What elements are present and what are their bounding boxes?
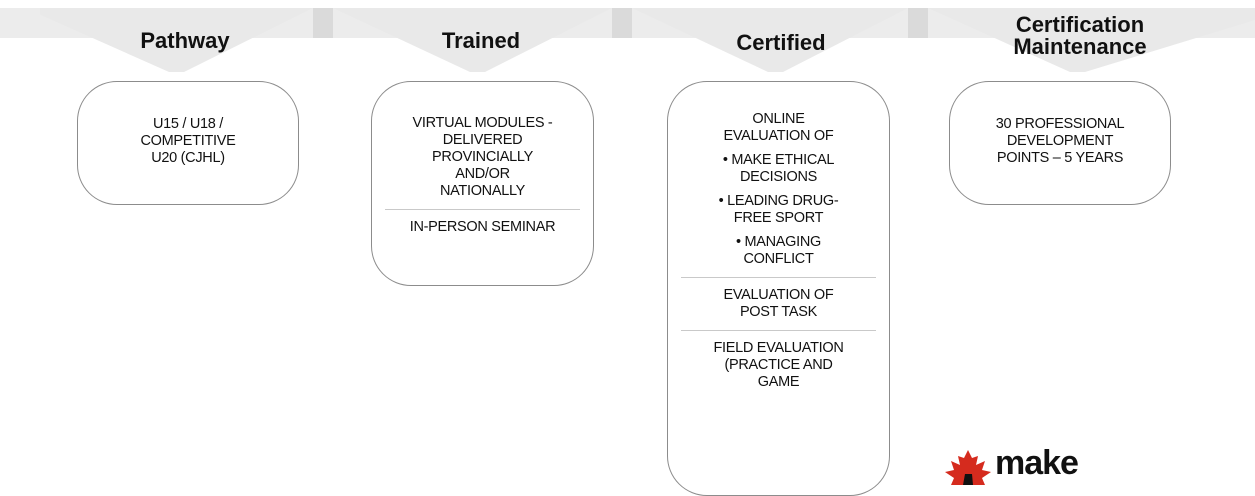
- chevron-2: [333, 8, 612, 72]
- chevron-notch-1: [313, 8, 333, 38]
- post-task-evaluation-text: EVALUATION OF POST TASK: [723, 287, 834, 320]
- certification-maintenance-box: 30 PROFESSIONAL DEVELOPMENT POINTS – 5 Y…: [949, 81, 1171, 205]
- column-title-certified: Certified: [736, 30, 826, 55]
- header-banner: [0, 8, 1255, 72]
- column-title-pathway: Pathway: [140, 28, 230, 53]
- column-title-trained: Trained: [441, 28, 521, 53]
- divider: [681, 277, 876, 278]
- professional-development-text: 30 PROFESSIONAL DEVELOPMENT POINTS – 5 Y…: [995, 116, 1125, 166]
- divider: [681, 330, 876, 331]
- virtual-modules-text: VIRTUAL MODULES - DELIVERED PROVINCIALLY…: [412, 115, 553, 199]
- column-title-certification-maintenance: Certification Maintenance: [1013, 12, 1147, 59]
- online-evaluation-text: ONLINE EVALUATION OF • MAKE ETHICAL DECI…: [718, 111, 839, 267]
- divider: [385, 209, 580, 210]
- chevron-notch-3: [908, 8, 928, 38]
- bullet-make-ethical-decisions: • MAKE ETHICAL DECISIONS: [722, 152, 835, 185]
- pathway-text: U15 / U18 / COMPETITIVE U20 (CJHL): [140, 116, 236, 166]
- chevron-4: [928, 8, 1255, 72]
- certified-box: ONLINE EVALUATION OF • MAKE ETHICAL DECI…: [667, 81, 890, 496]
- field-evaluation-text: FIELD EVALUATION (PRACTICE AND GAME: [713, 340, 844, 390]
- trained-box: VIRTUAL MODULES - DELIVERED PROVINCIALLY…: [371, 81, 594, 286]
- maple-leaf-icon: [945, 450, 991, 485]
- bullet-leading-drug-free-sport: • LEADING DRUG- FREE SPORT: [718, 193, 839, 226]
- logo-wordmark: make: [995, 444, 1079, 482]
- in-person-seminar-text: IN-PERSON SEMINAR: [409, 219, 556, 235]
- chevron-notch-2: [612, 8, 632, 38]
- chevron-3: [632, 8, 908, 72]
- pathway-box: U15 / U18 / COMPETITIVE U20 (CJHL): [77, 81, 299, 205]
- bullet-managing-conflict: • MANAGING CONFLICT: [735, 234, 822, 267]
- chevron-1: [25, 8, 313, 72]
